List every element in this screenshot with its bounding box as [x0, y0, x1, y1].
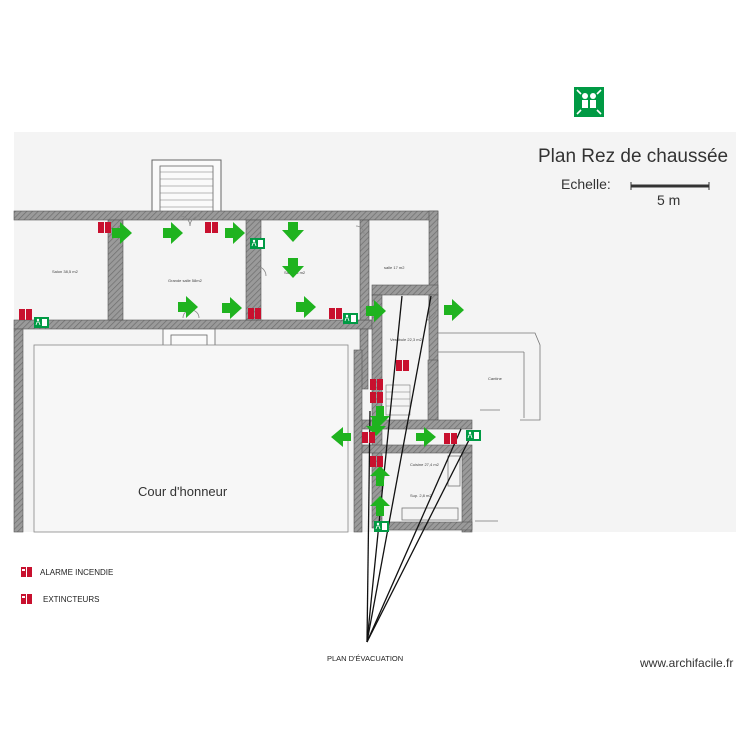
- exit-sign-icon: [343, 313, 358, 324]
- room-label: salle 17 m2: [384, 265, 405, 270]
- scale-bar: [630, 182, 710, 190]
- assembly-point-icon: [574, 87, 604, 117]
- fire-alarm-icon: [21, 567, 32, 577]
- walls: [13, 210, 473, 533]
- door-swings: [179, 215, 437, 321]
- extinguisher-icon: [362, 432, 375, 443]
- room-label: Vestibule 22,3 m2: [390, 337, 423, 342]
- courtyard: [33, 344, 349, 533]
- scale-label: Echelle:: [561, 176, 611, 192]
- kitchen-fixtures: [401, 455, 498, 522]
- evacuation-arrow: [112, 222, 132, 244]
- cantine-room: [438, 332, 541, 421]
- evacuation-arrow: [331, 427, 351, 447]
- entrance-steps: [151, 159, 222, 213]
- evacuation-plan-label: PLAN D'ÉVACUATION: [327, 654, 404, 663]
- evacuation-arrow: [370, 496, 390, 516]
- legend-icons: [21, 567, 32, 604]
- evacuation-pointer-lines: [366, 295, 472, 643]
- scale-distance: 5 m: [657, 192, 681, 208]
- fire-alarm-icon: [19, 309, 32, 320]
- evacuation-arrow: [222, 297, 242, 319]
- evacuation-arrow: [370, 406, 390, 426]
- room-label: Salon 38,5 m2: [52, 269, 79, 274]
- evacuation-arrow: [370, 466, 390, 486]
- exit-sign-icon: [466, 430, 481, 441]
- courtyard-label: Cour d'honneur: [138, 484, 228, 499]
- extinguisher-icon: [370, 392, 383, 403]
- exit-sign-icon: [250, 238, 265, 249]
- fire-equipment-markers: [19, 222, 457, 467]
- evacuation-arrow: [225, 222, 245, 244]
- fire-alarm-icon: [98, 222, 111, 233]
- evacuation-arrow: [282, 258, 304, 278]
- evacuation-arrow: [296, 296, 316, 318]
- evacuation-arrow: [178, 296, 198, 318]
- legend-item-extinguisher-label: EXTINCTEURS: [43, 595, 100, 604]
- fire-alarm-icon: [329, 308, 342, 319]
- site-watermark: www.archifacile.fr: [640, 656, 734, 670]
- room-label: Cuisine 27,4 m2: [410, 462, 440, 467]
- staircase: [385, 384, 411, 416]
- room-label: Grande salle 58m2: [168, 278, 203, 283]
- room-label: Cantine: [488, 376, 503, 381]
- extinguisher-icon: [444, 433, 457, 444]
- extinguisher-icon: [370, 456, 383, 467]
- evacuation-arrow: [444, 299, 464, 321]
- evacuation-arrow: [282, 222, 304, 242]
- room-label: Sup. 2,8 m2: [410, 493, 432, 498]
- fire-alarm-icon: [248, 308, 261, 319]
- exit-sign-icon: [374, 521, 389, 532]
- evacuation-arrow: [163, 222, 183, 244]
- evacuation-arrows: [112, 222, 464, 516]
- legend-item-alarm-label: ALARME INCENDIE: [40, 568, 114, 577]
- exit-signs: [34, 238, 481, 532]
- evacuation-arrow: [416, 427, 436, 447]
- plan-title: Plan Rez de chaussée: [538, 146, 729, 167]
- evacuation-arrow: [366, 416, 386, 436]
- fire-alarm-icon: [205, 222, 218, 233]
- fire-alarm-icon: [396, 360, 409, 371]
- evacuation-arrow: [366, 300, 386, 322]
- extinguisher-icon: [21, 594, 32, 604]
- extinguisher-icon: [370, 379, 383, 390]
- exit-sign-icon: [34, 317, 49, 328]
